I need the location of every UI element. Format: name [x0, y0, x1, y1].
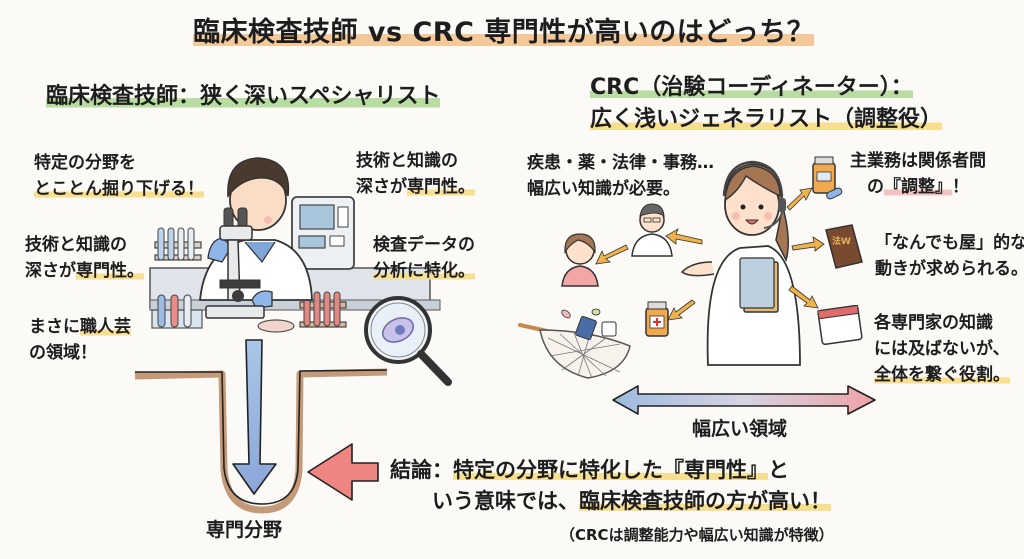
conclusion-line-2: いう意味では、臨床検査技師の方が高い！ [432, 489, 831, 513]
right-note-3: 各専門家の知識 には及ばないが、 全体を繋ぐ役割。 [874, 313, 1010, 385]
right-note-2: 「なんでも屋」的な 動きが求められる。 [875, 233, 1024, 279]
patient-icon [561, 233, 599, 287]
range-label: 幅広い領域 [692, 418, 788, 440]
right-top-note: 疾患・薬・法律・事務… 幅広い知識が必要。 [527, 153, 714, 199]
left-right-note-1: 技術と知識の 深さが専門性。 [356, 151, 475, 197]
doctor-icon [631, 203, 673, 257]
medicine-bottle-icon [645, 301, 669, 337]
conclusion-arrow-icon [307, 443, 379, 501]
test-tube-rack-icon [154, 227, 202, 261]
depth-arrow-icon [232, 339, 277, 495]
left-note-2: 技術と知識の 深さが専門性。 [25, 235, 144, 281]
conclusion-note: （CRCは調整能力や幅広い知識が特徴） [560, 526, 834, 544]
conclusion-line-1: 結論：特定の分野に特化した『専門性』と [390, 458, 789, 482]
pill-bottle-icon [812, 156, 843, 200]
analyzer-machine-icon [291, 196, 355, 270]
page-title: 臨床検査技師 vs CRC 専門性が高いのはどっち？ [193, 10, 815, 49]
left-heading: 臨床検査技師：狭く深いスペシャリスト [46, 78, 441, 110]
connector-arrows [595, 187, 825, 321]
pit-label: 専門分野 [206, 519, 283, 541]
law-book-icon: 法W [825, 224, 863, 269]
magnifying-glass-icon [364, 296, 452, 386]
left-note-1: 特定の分野を とことん掘り下げる！ [34, 153, 204, 199]
blood-sample-rack-icon [299, 291, 347, 328]
right-note-1: 主業務は関係者間 の『調整』！ [850, 151, 986, 197]
net-with-items-icon [518, 308, 631, 379]
right-heading: CRC（治験コーディネーター）： 広く浅いジェネラリスト（調整役） [590, 75, 943, 132]
specialty-pit-icon [134, 368, 388, 514]
svg-text:法W: 法W [832, 235, 851, 247]
crc-woman-icon [680, 160, 801, 366]
calendar-icon [817, 304, 863, 345]
range-arrow-icon [612, 385, 876, 415]
microscope-icon [205, 207, 265, 319]
sample-rack-icon [151, 294, 203, 329]
left-right-note-2: 検査データの 分析に特化。 [373, 235, 475, 281]
left-note-3: まさに職人芸 の領域！ [29, 317, 131, 363]
petri-dish-icon [257, 319, 295, 333]
